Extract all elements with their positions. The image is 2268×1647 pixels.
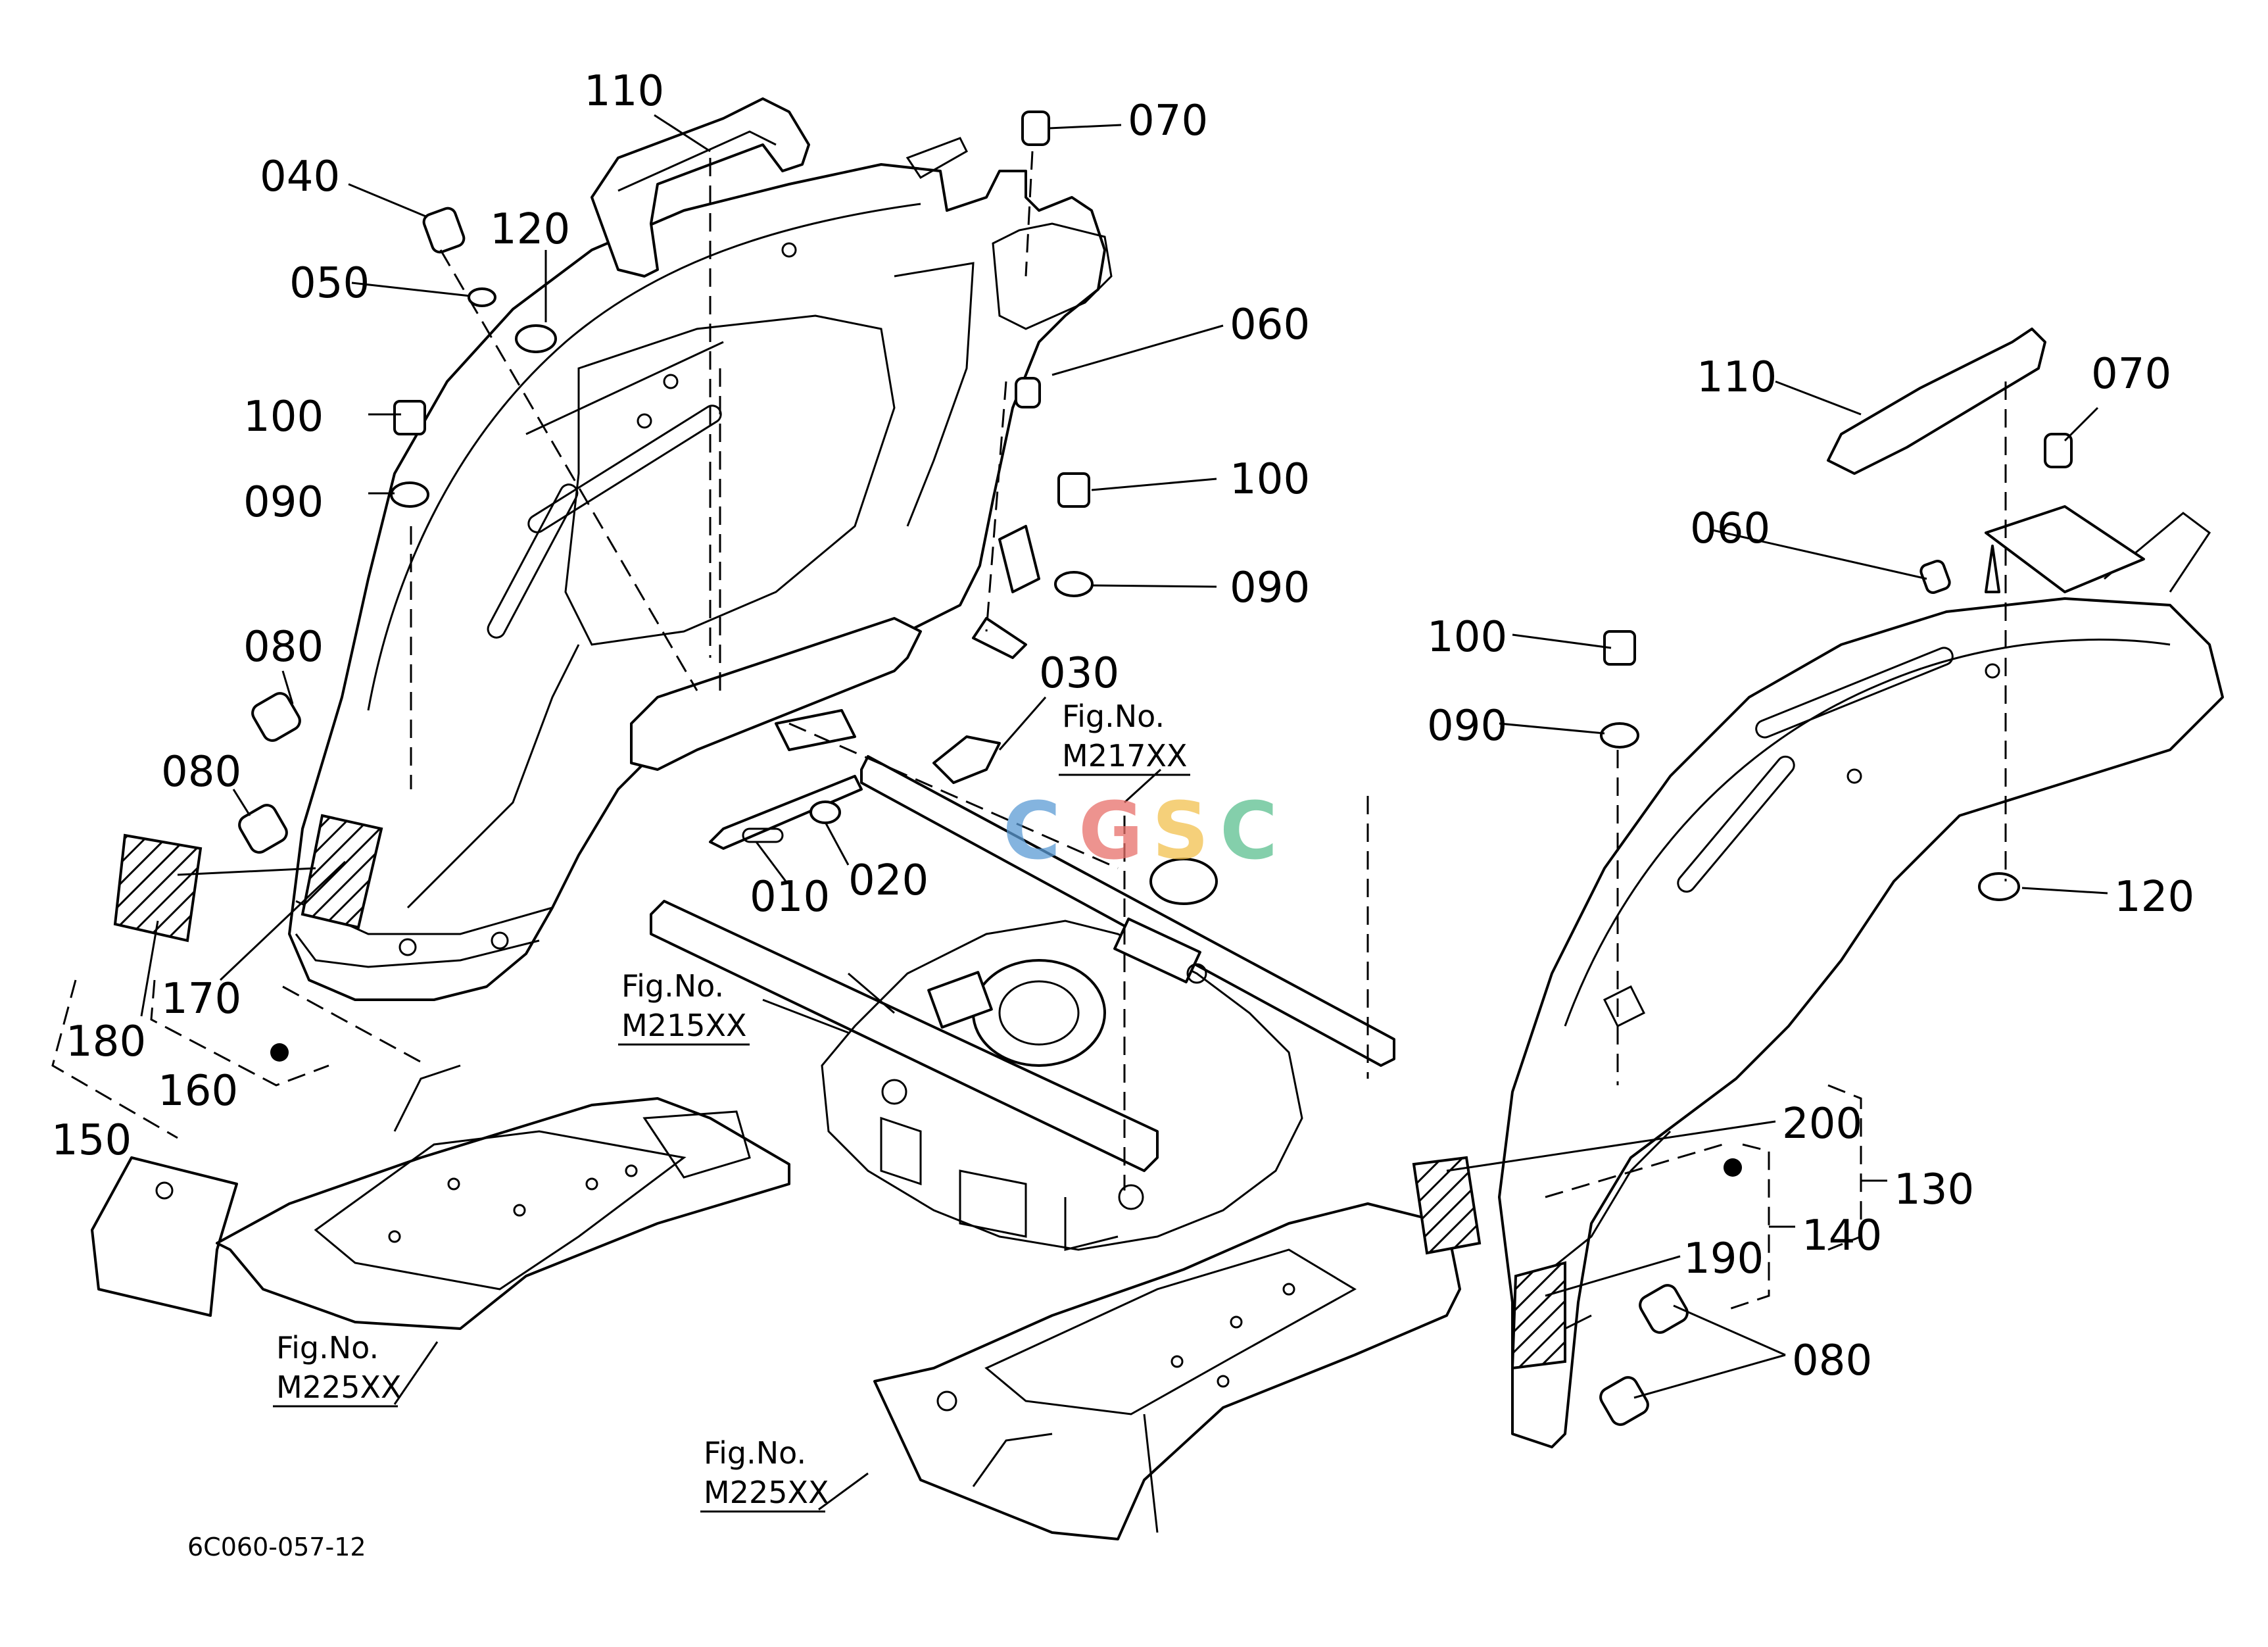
assembly-guides bbox=[51, 151, 2007, 1310]
right-fender bbox=[1498, 512, 2224, 1448]
figure-references: Fig.No. M217XX Fig.No. M215XX Fig.No. M2… bbox=[273, 699, 1190, 1513]
callout-190: 190 bbox=[1683, 1235, 1764, 1283]
callout-100-center: 100 bbox=[1230, 455, 1310, 504]
seat-bracket-010 bbox=[709, 709, 863, 850]
svg-text:Fig.No.: Fig.No. bbox=[1062, 699, 1165, 734]
callout-030: 030 bbox=[1039, 649, 1119, 698]
callout-130: 130 bbox=[1894, 1166, 1974, 1214]
callout-110-right: 110 bbox=[1697, 353, 1777, 402]
callout-070-right: 070 bbox=[2091, 350, 2171, 399]
callout-080-right: 080 bbox=[1792, 1337, 1872, 1385]
callout-120-left: 120 bbox=[490, 205, 570, 254]
handle-110-right bbox=[1827, 328, 2046, 475]
svg-text:Fig.No.: Fig.No. bbox=[276, 1330, 379, 1365]
svg-text:Fig.No.: Fig.No. bbox=[704, 1435, 806, 1471]
callout-070-left: 070 bbox=[1128, 97, 1208, 145]
right-step-panel bbox=[873, 1202, 1461, 1540]
left-step-panel bbox=[91, 1064, 790, 1330]
callout-110-left: 110 bbox=[584, 67, 664, 116]
svg-text:M217XX: M217XX bbox=[1062, 738, 1188, 774]
handle-110-left bbox=[591, 97, 810, 278]
callout-180: 180 bbox=[66, 1018, 146, 1066]
callout-170: 170 bbox=[161, 975, 241, 1023]
fig-ref-m217: Fig.No. M217XX bbox=[1059, 699, 1190, 776]
callout-120-right: 120 bbox=[2114, 873, 2194, 922]
watermark-letter-s: S bbox=[1152, 786, 1209, 877]
right-fender-bracket bbox=[1985, 505, 2145, 593]
callout-080-left-upper: 080 bbox=[243, 623, 324, 672]
svg-text:M225XX: M225XX bbox=[276, 1369, 402, 1405]
watermark-logo: C G S C bbox=[1003, 786, 1278, 877]
callout-020: 020 bbox=[848, 856, 929, 905]
fasteners bbox=[238, 111, 2073, 1426]
fig-ref-m225-left: Fig.No. M225XX bbox=[273, 1330, 402, 1408]
callout-010: 010 bbox=[750, 873, 830, 922]
fig-ref-m215: Fig.No. M215XX bbox=[618, 968, 750, 1046]
callout-090-right: 090 bbox=[1427, 702, 1507, 750]
callout-100-left: 100 bbox=[243, 393, 324, 441]
callout-160: 160 bbox=[158, 1067, 238, 1116]
svg-text:M215XX: M215XX bbox=[621, 1008, 747, 1043]
callout-labels: 110 070 040 120 050 060 100 090 100 090 … bbox=[51, 67, 2194, 1385]
callout-040: 040 bbox=[260, 153, 340, 201]
fig-ref-m225-right: Fig.No. M225XX bbox=[700, 1435, 829, 1513]
drawing-code: 6C060-057-12 bbox=[187, 1533, 366, 1561]
svg-text:M225XX: M225XX bbox=[704, 1475, 829, 1510]
callout-060-right: 060 bbox=[1690, 504, 1770, 553]
watermark-letter-c2: C bbox=[1220, 786, 1278, 877]
watermark-letter-g: G bbox=[1078, 786, 1144, 877]
left-fender bbox=[288, 137, 1113, 1001]
callout-080-left-lower: 080 bbox=[161, 748, 241, 797]
callout-090-center: 090 bbox=[1230, 564, 1310, 612]
left-fender-inner-bracket bbox=[630, 525, 1040, 771]
callout-050: 050 bbox=[289, 259, 370, 308]
leader-lines bbox=[140, 114, 2108, 1511]
reflectors bbox=[113, 814, 1566, 1370]
svg-text:Fig.No.: Fig.No. bbox=[621, 968, 724, 1004]
callout-150: 150 bbox=[51, 1116, 132, 1165]
callout-140: 140 bbox=[1802, 1212, 1882, 1260]
watermark-letter-c1: C bbox=[1003, 786, 1061, 877]
callout-200: 200 bbox=[1782, 1100, 1862, 1148]
callout-060-left: 060 bbox=[1230, 301, 1310, 349]
callout-100-right: 100 bbox=[1427, 613, 1507, 662]
callout-090-left: 090 bbox=[243, 478, 324, 527]
center-frame bbox=[650, 755, 1395, 1251]
